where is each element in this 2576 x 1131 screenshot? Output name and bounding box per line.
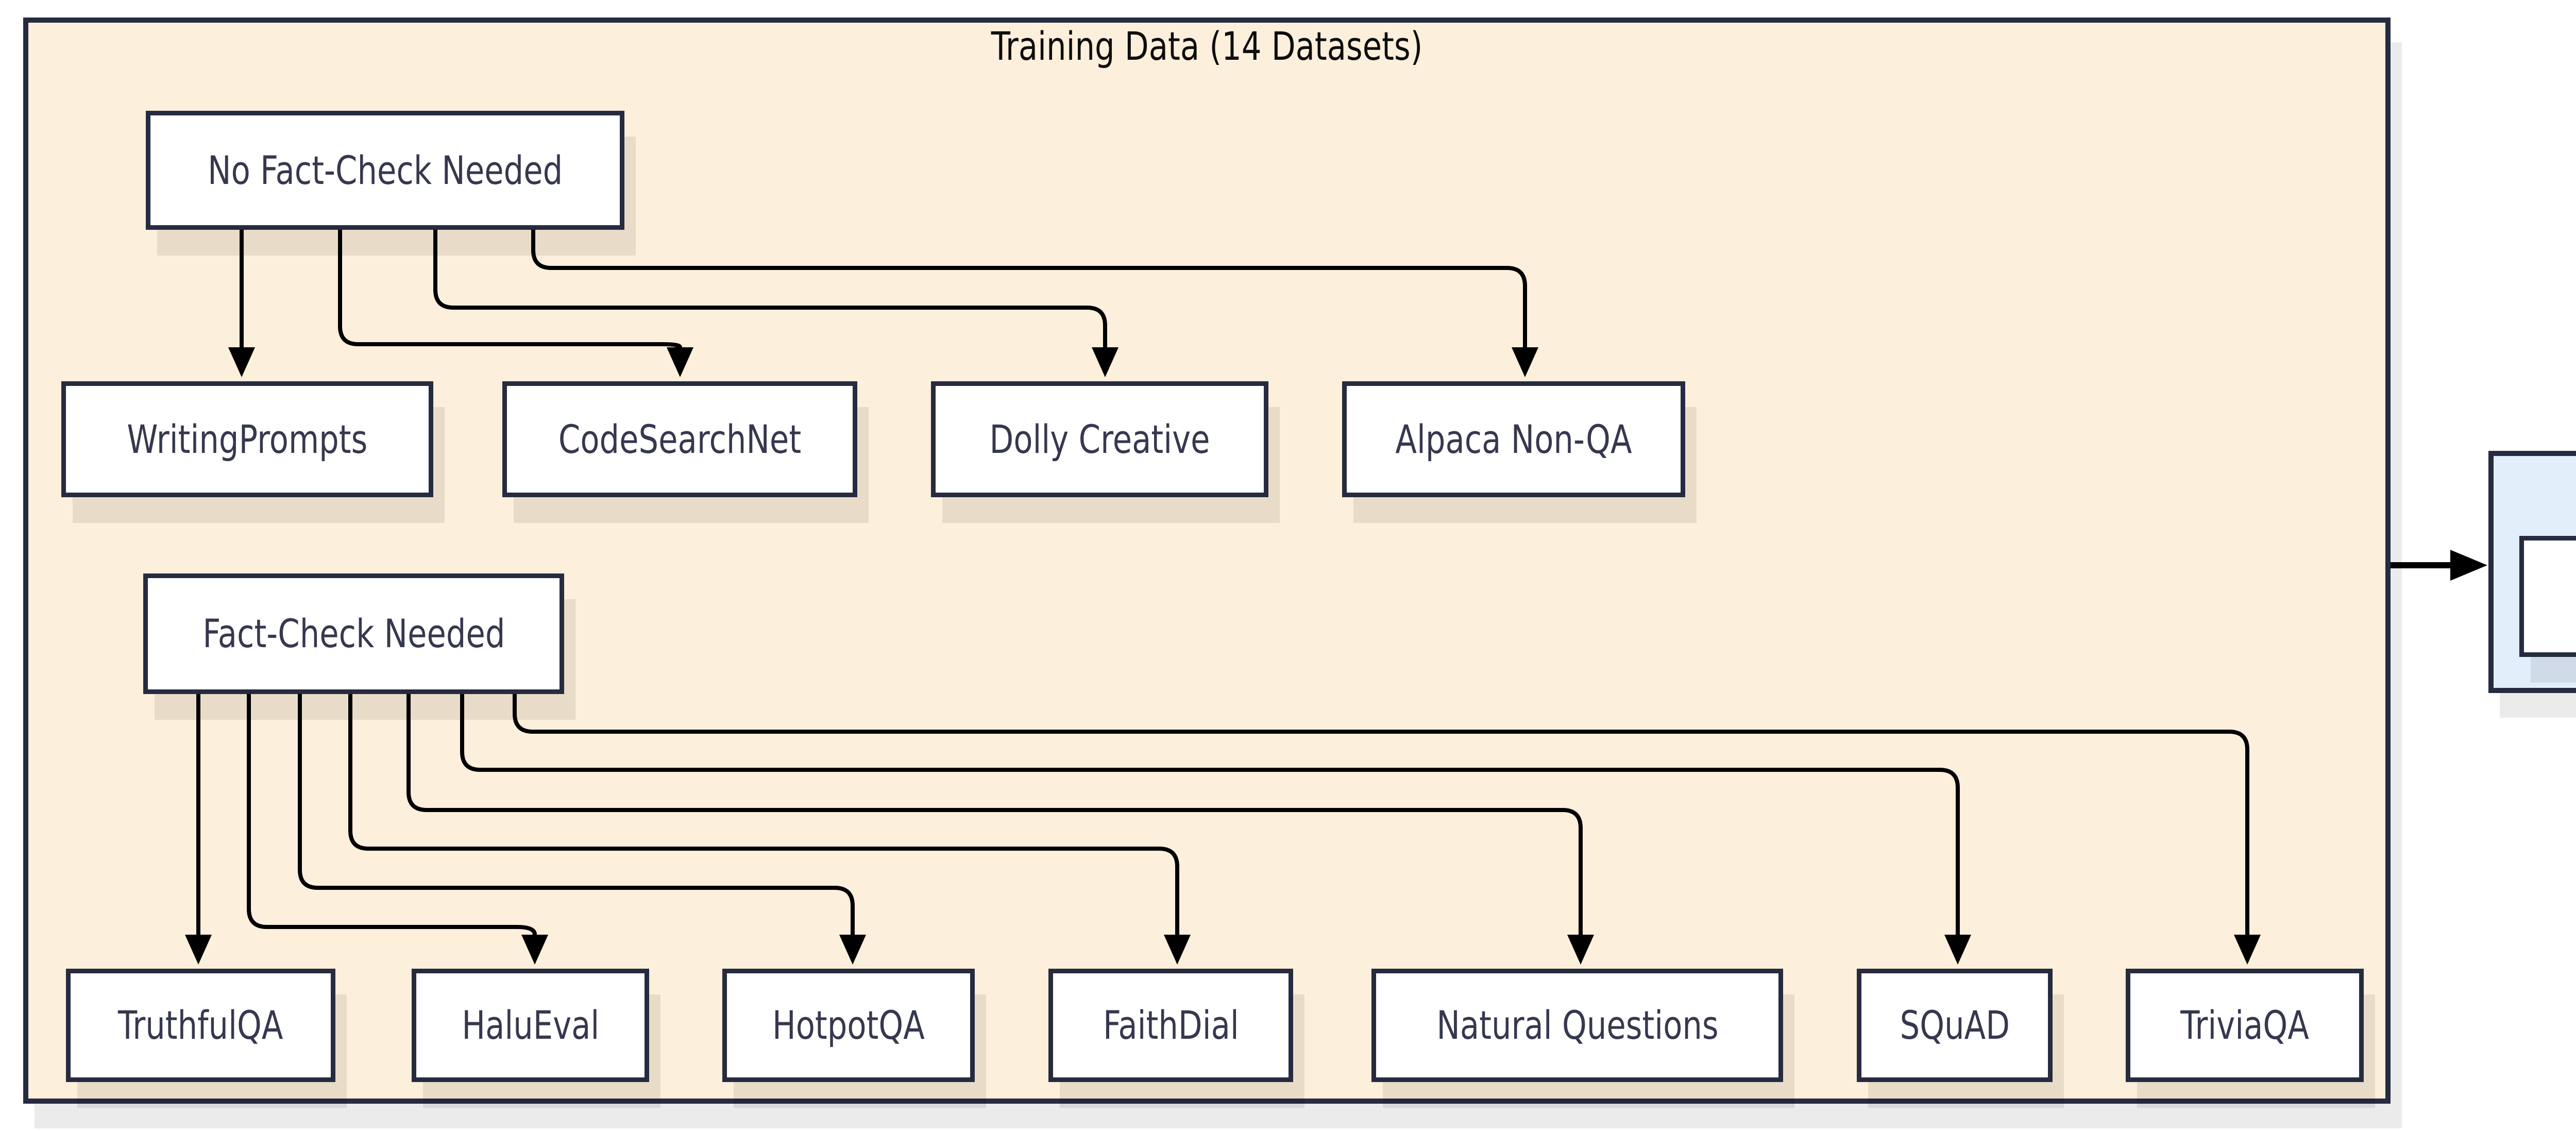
node-label: HaluEval [462, 1002, 599, 1048]
node-label: Alpaca Non-QA [1395, 416, 1632, 462]
edge-arrowhead [2450, 550, 2487, 581]
node-label: Dolly Creative [989, 416, 1210, 462]
node-label: FaithDial [1103, 1002, 1239, 1048]
cluster-sentinel-title: HaluGate Sentinel [2488, 453, 2576, 493]
node-label: TruthfulQA [118, 1002, 283, 1048]
node-writingprompts: WritingPrompts [61, 381, 433, 497]
node-faithdial: FaithDial [1048, 969, 1293, 1082]
cluster-training-title: Training Data (14 Datasets) [23, 27, 2391, 66]
node-label: No Fact-Check Needed [207, 147, 563, 193]
node-label: WritingPrompts [127, 416, 368, 462]
node-label: HotpotQA [772, 1002, 925, 1048]
node-natural-questions: Natural Questions [1371, 969, 1783, 1082]
node-label: SQuAD [1900, 1002, 2010, 1048]
node-no-fact-check-needed: No Fact-Check Needed [146, 111, 624, 230]
node-hotpotqa: HotpotQA [722, 969, 975, 1082]
node-dolly-creative: Dolly Creative [931, 381, 1268, 497]
node-codesearchnet: CodeSearchNet [502, 381, 857, 497]
node-label: TriviaQA [2180, 1002, 2309, 1048]
node-squad: SQuAD [1857, 969, 2053, 1082]
node-halueval: HaluEval [412, 969, 649, 1082]
cluster-training-title-text: Training Data (14 Datasets) [991, 23, 1423, 69]
node-label: Natural Questions [1436, 1002, 1719, 1048]
edge-training-to-sentinel [2391, 550, 2487, 581]
node-truthfulqa: TruthfulQA [66, 969, 335, 1082]
node-triviaqa: TriviaQA [2126, 969, 2364, 1082]
node-fact-check-needed: Fact-Check Needed [143, 573, 564, 694]
node-modernbert-base: ModernBERT Base [2519, 536, 2576, 657]
node-label: CodeSearchNet [558, 416, 802, 462]
node-alpaca-non-qa: Alpaca Non-QA [1342, 381, 1685, 497]
node-label: Fact-Check Needed [202, 611, 505, 656]
